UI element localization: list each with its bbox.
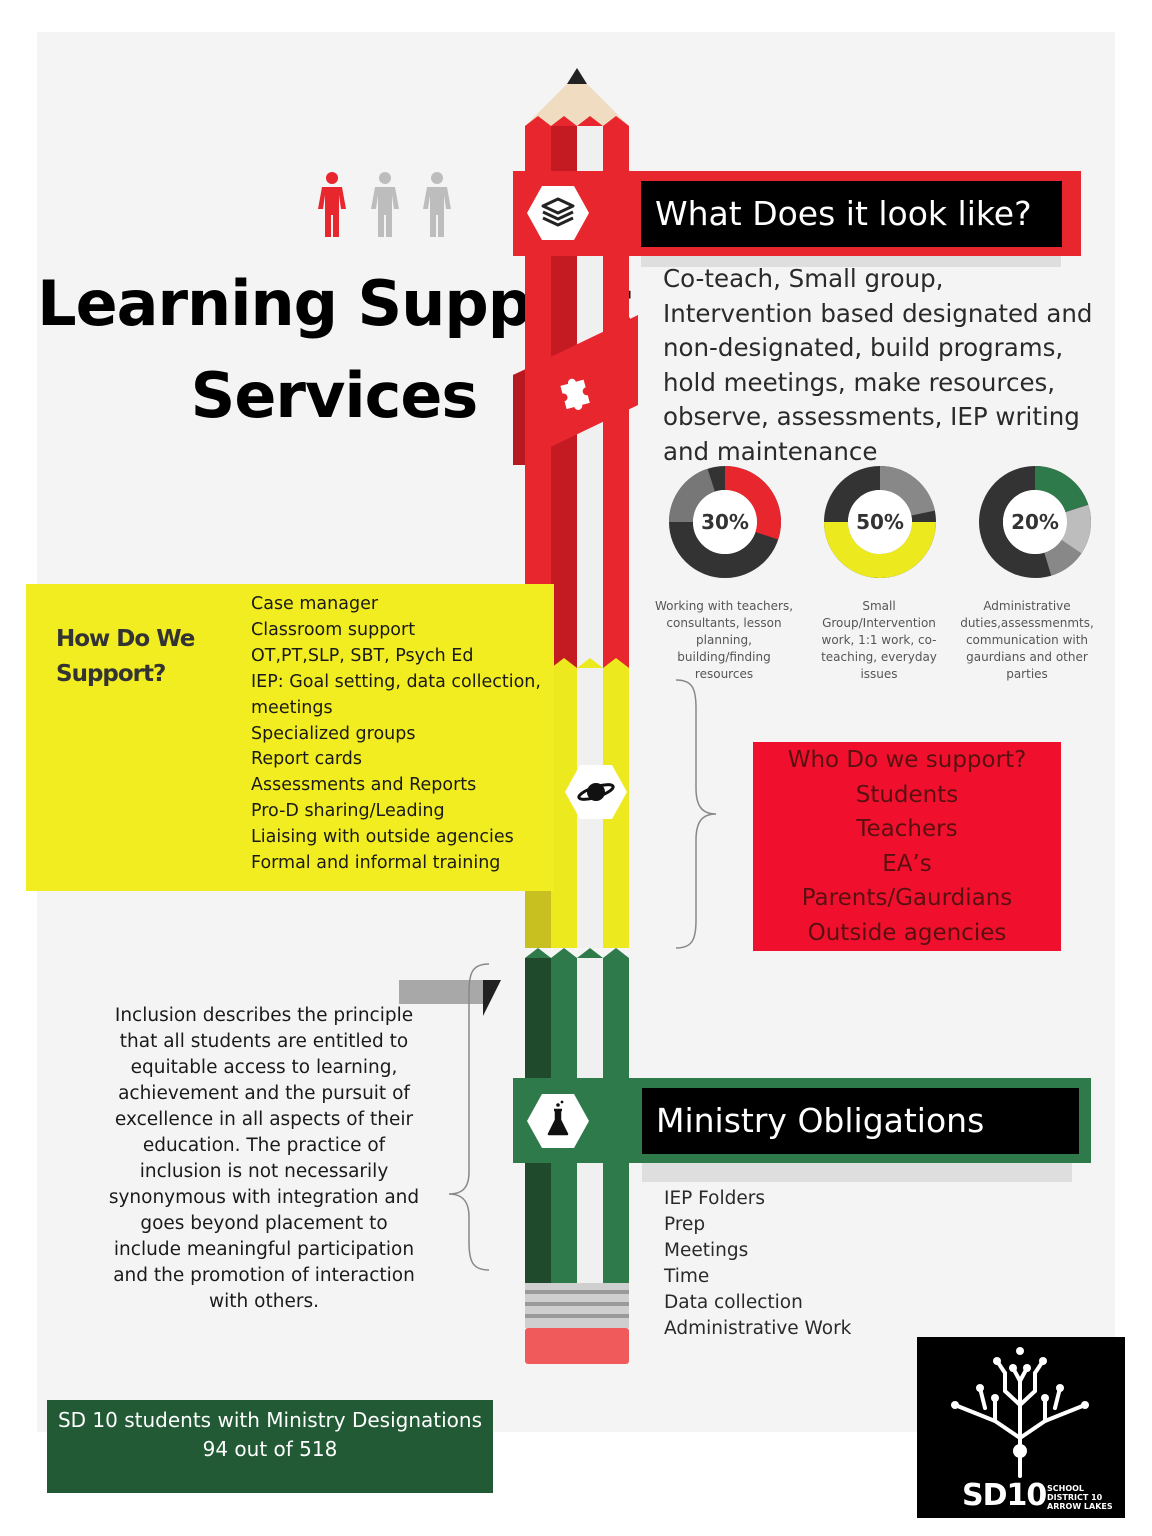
logo-sub-2: DISTRICT 10 (1047, 1493, 1103, 1502)
ministry-heading: Ministry Obligations (656, 1101, 985, 1140)
list-item: Administrative Work (664, 1318, 852, 1339)
list-item: Data collection (664, 1292, 803, 1313)
planet-icon (565, 765, 627, 819)
what-heading: What Does it look like? (655, 194, 1032, 233)
title-line-2: Services (190, 359, 479, 432)
brace-left (448, 963, 490, 1271)
list-item: OT,PT,SLP, SBT, Psych Ed (251, 645, 474, 666)
list-item: Teachers (856, 816, 958, 843)
stacked-books-icon (527, 186, 589, 240)
list-item: Outside agencies (807, 919, 1007, 946)
who-support-panel (753, 742, 1061, 951)
list-item: IEP: Goal setting, data collection, meet… (251, 671, 541, 718)
donut-label-3: 20% (1011, 510, 1059, 534)
how-support-panel (26, 584, 554, 891)
list-item: Prep (664, 1214, 706, 1235)
designations-panel (47, 1400, 493, 1493)
stat-donut-2: 50% (820, 462, 940, 582)
list-item: Time (664, 1266, 710, 1287)
stat-donut-1: 30% (665, 462, 785, 582)
list-item: Liaising with outside agencies (251, 827, 514, 848)
list-item: Report cards (251, 749, 363, 770)
list-item: Formal and informal training (251, 853, 501, 874)
flask-icon (527, 1094, 589, 1148)
what-heading-box: What Does it look like? (641, 181, 1062, 247)
puzzle-piece-icon (560, 378, 590, 410)
list-item: Classroom support (251, 619, 416, 640)
who-support-list: Who Do we support? Students Teachers EA’… (753, 743, 1061, 951)
list-item: Assessments and Reports (251, 775, 477, 796)
donut-caption-1: Working with teachers, consultants, less… (654, 599, 794, 681)
donut-ring-1 (669, 466, 781, 578)
list-item: IEP Folders (664, 1188, 765, 1209)
banner-shadow (641, 255, 1061, 267)
donut-caption-3: Administrative duties,assessmenmts, comm… (960, 599, 1094, 681)
who-heading: Who Do we support? (787, 747, 1027, 773)
donut-ring-2 (824, 466, 936, 578)
logo-sub-3: ARROW LAKES (1047, 1502, 1113, 1511)
list-item: Students (855, 781, 959, 808)
designations-text: SD 10 students with Ministry Designation… (47, 1406, 493, 1464)
donut-caption-2: Small Group/Intervention work, 1:1 work,… (821, 599, 937, 681)
tree-logo-icon (951, 1347, 1089, 1478)
ministry-heading-box: Ministry Obligations (642, 1088, 1079, 1154)
list-item: Meetings (664, 1240, 749, 1261)
list-item: Specialized groups (251, 723, 416, 744)
ministry-list: IEP Folders Prep Meetings Time Data coll… (664, 1186, 964, 1342)
list-item: Pro-D sharing/Leading (251, 801, 445, 822)
list-item: Parents/Gaurdians (801, 885, 1013, 912)
list-item: Case manager (251, 594, 379, 614)
designations-line-1: SD 10 students with Ministry Designation… (57, 1408, 483, 1432)
donut-ring-3 (979, 466, 1091, 578)
people-icon (318, 172, 451, 237)
inclusion-paragraph: Inclusion describes the principle that a… (108, 1005, 420, 1312)
what-description: Co-teach, Small group, Intervention base… (663, 264, 1093, 466)
how-support-list: Case manager Classroom support OT,PT,SLP… (251, 592, 591, 877)
how-heading: How Do We Support? (56, 626, 195, 687)
designations-line-2: 94 out of 518 (202, 1437, 338, 1461)
brace-right (675, 679, 717, 949)
logo-subtitle: SCHOOL DISTRICT 10 ARROW LAKES (1047, 1484, 1113, 1511)
donut-label-2: 50% (856, 510, 904, 534)
donut-label-1: 30% (701, 510, 749, 534)
list-item: EA’s (882, 850, 932, 877)
logo-mark: SD10 (962, 1478, 1047, 1513)
logo-sub-1: SCHOOL (1047, 1484, 1085, 1493)
banner-shadow (642, 1162, 1072, 1182)
stat-donut-3: 20% (975, 462, 1095, 582)
